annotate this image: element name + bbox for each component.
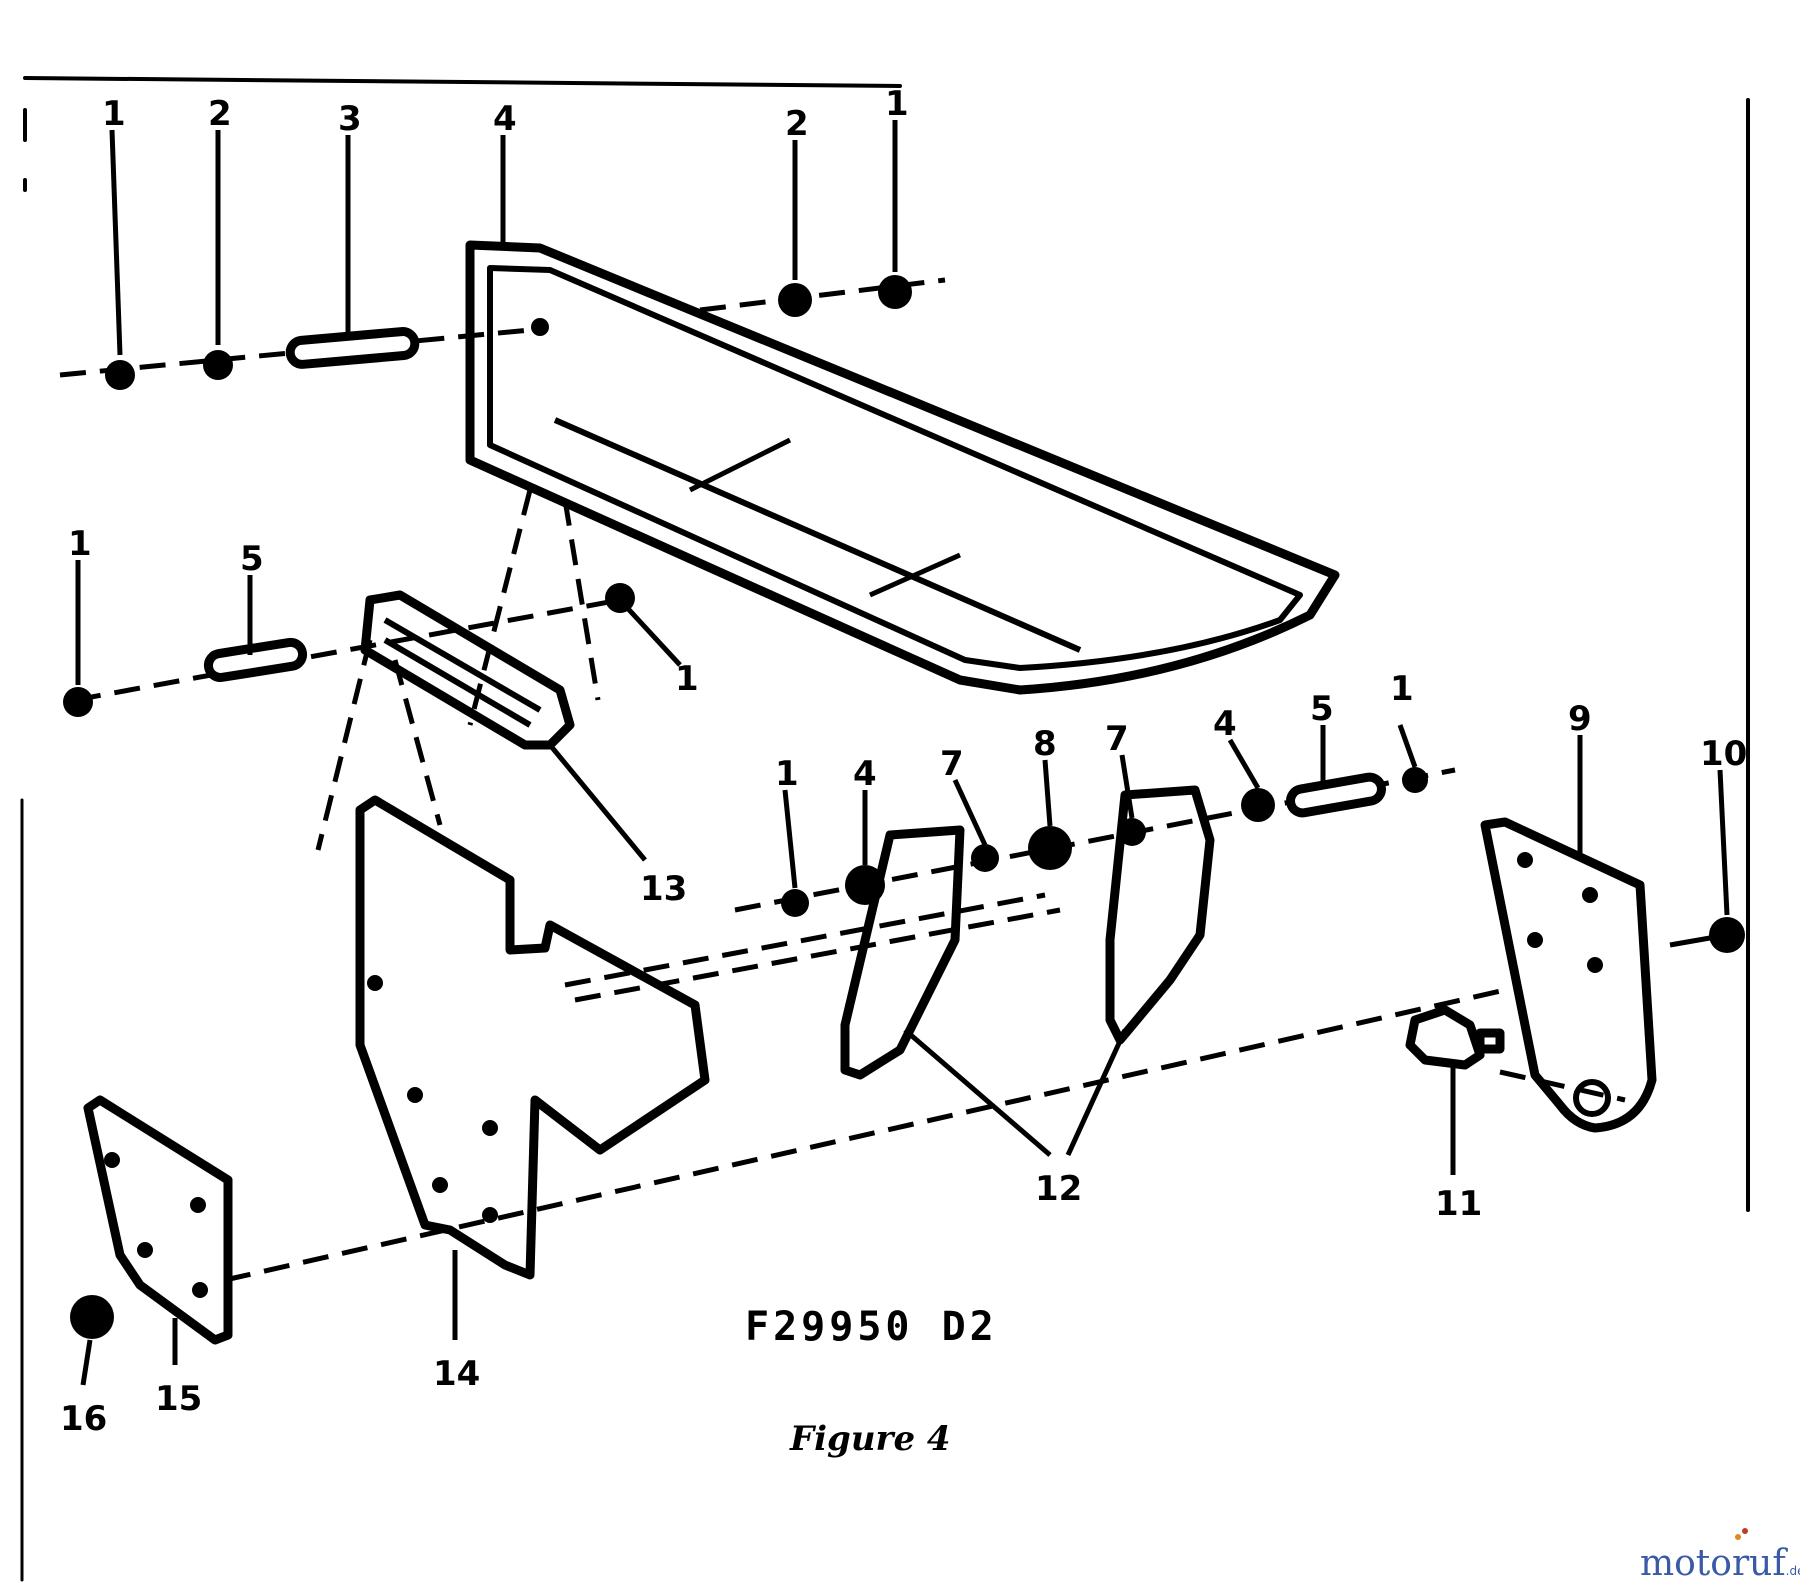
fastener-row-top-right (699, 275, 946, 317)
tray-part-4 (465, 240, 1340, 695)
watermark-tld: .de (1786, 1564, 1800, 1578)
fastener-row-center (734, 767, 1456, 917)
callout-7: 7 (940, 744, 964, 784)
plate-part-15 (83, 1095, 233, 1345)
callout-15: 15 (155, 1379, 202, 1419)
callout-8: 8 (1033, 724, 1057, 764)
watermark-brand: motoruf (1640, 1543, 1788, 1584)
callout-1: 1 (102, 94, 126, 134)
callout-1: 1 (68, 524, 92, 564)
callout-4: 4 (853, 754, 877, 794)
figure-caption: Figure 4 (789, 1419, 951, 1459)
callout-3: 3 (338, 99, 362, 139)
hinge-plates-part-12 (840, 785, 1215, 1080)
callout-1: 1 (885, 84, 909, 124)
callout-2: 2 (785, 104, 809, 144)
fastener-row-top-left (59, 318, 549, 390)
plate-part-14 (355, 795, 710, 1280)
callout-5: 5 (1310, 689, 1334, 729)
callout-14: 14 (433, 1354, 480, 1394)
callout-labels: 1 2 3 4 2 1 1 5 1 13 1 4 7 8 7 4 5 1 9 1… (60, 84, 1747, 1439)
callout-5: 5 (240, 539, 264, 579)
callout-16: 16 (60, 1399, 107, 1439)
callout-9: 9 (1568, 699, 1592, 739)
callout-10: 10 (1700, 734, 1747, 774)
assembly-dashed-lines (224, 489, 1626, 1283)
callout-4: 4 (1213, 704, 1237, 744)
side-bracket-part-9 (1480, 817, 1657, 1133)
callout-12: 12 (1035, 1169, 1082, 1209)
fastener-right-10 (1669, 917, 1745, 953)
callout-1: 1 (1390, 669, 1414, 709)
callout-1: 1 (775, 754, 799, 794)
watermark-logo: motoruf.de (1640, 1528, 1800, 1584)
frame-lines (20, 76, 1750, 1582)
callout-leaders (75, 120, 1730, 1386)
callout-1: 1 (675, 659, 699, 699)
callout-2: 2 (208, 94, 232, 134)
callout-7: 7 (1105, 719, 1129, 759)
callout-11: 11 (1435, 1184, 1482, 1224)
part-code: F29950 D2 (745, 1304, 998, 1350)
svg-text:motoruf.de: motoruf.de (1640, 1543, 1800, 1584)
callout-4: 4 (493, 99, 517, 139)
bracket-part-13 (360, 590, 575, 750)
knob-part-11 (1405, 1005, 1505, 1070)
fastener-bottom-left-16 (70, 1295, 114, 1339)
callout-13: 13 (640, 869, 687, 909)
